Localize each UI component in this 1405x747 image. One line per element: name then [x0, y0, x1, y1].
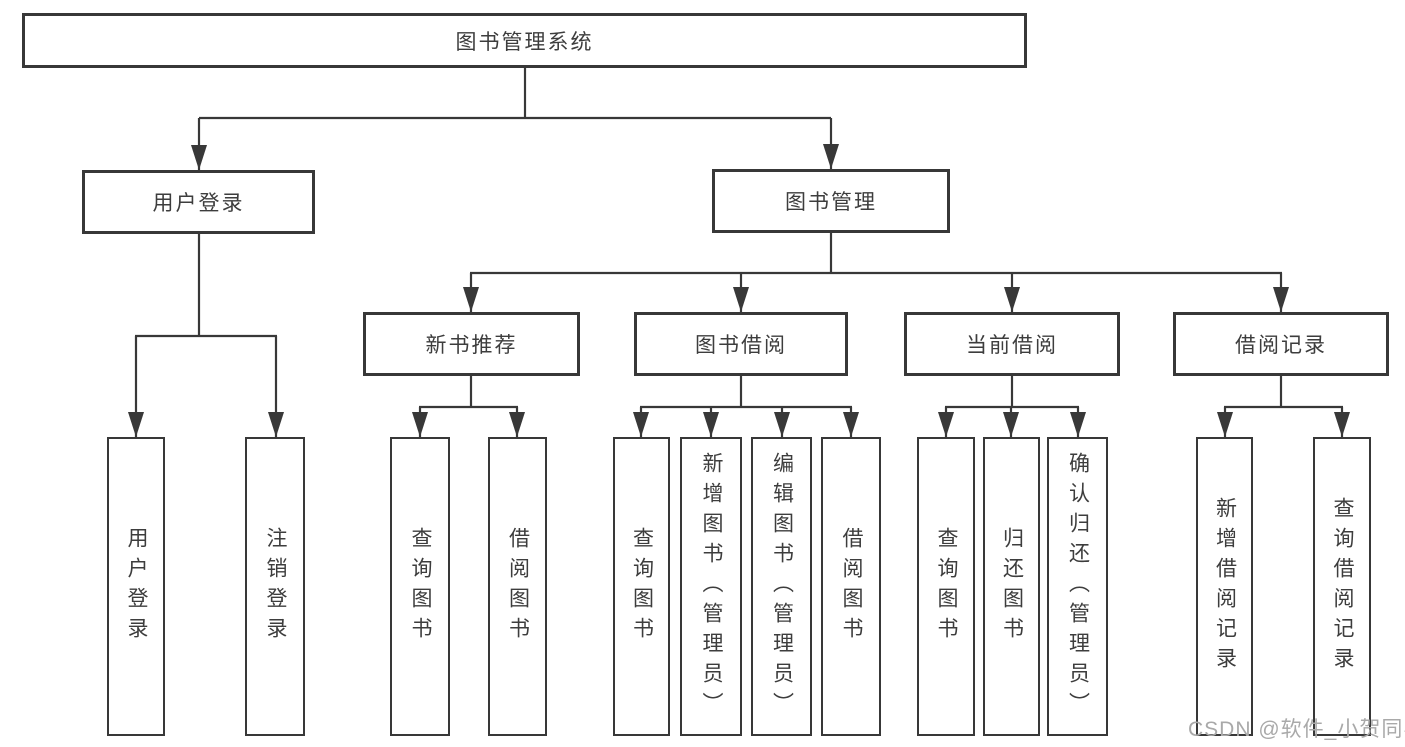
node-new-book-recommend: 新书推荐 [363, 312, 580, 376]
leaf-user-login: 用户登录 [107, 437, 165, 736]
leaf-recommend-query-book: 查询图书 [390, 437, 450, 736]
leaf-current-query-book: 查询图书 [917, 437, 975, 736]
leaf-confirm-return-admin: 确认归还（管理员） [1047, 437, 1108, 736]
node-label: 图书管理 [785, 191, 877, 214]
leaf-label: 借阅图书 [840, 526, 863, 647]
leaf-return-book: 归还图书 [983, 437, 1040, 736]
csdn-watermark: CSDN @软件_小贺同学 [1188, 718, 1405, 741]
node-label: 图书借阅 [695, 334, 787, 357]
node-label: 图书管理系统 [455, 30, 594, 54]
leaf-label: 注销登录 [264, 526, 287, 647]
leaf-label: 查询图书 [935, 526, 958, 647]
node-label: 用户登录 [152, 192, 245, 215]
node-label: 借阅记录 [1235, 334, 1327, 357]
node-label: 当前借阅 [966, 334, 1058, 357]
leaf-label: 查询借阅记录 [1331, 496, 1354, 677]
leaf-label: 新增图书（管理员） [700, 451, 723, 722]
leaf-label: 编辑图书（管理员） [770, 451, 794, 722]
node-book-borrow: 图书借阅 [634, 312, 848, 376]
leaf-borrow-book: 借阅图书 [821, 437, 881, 736]
node-current-borrow: 当前借阅 [904, 312, 1120, 376]
node-label: 新书推荐 [425, 334, 518, 357]
node-borrow-record: 借阅记录 [1173, 312, 1389, 376]
leaf-add-borrow-record: 新增借阅记录 [1196, 437, 1253, 736]
leaf-label: 归还图书 [1000, 526, 1024, 647]
leaf-label: 查询图书 [630, 526, 654, 647]
leaf-label: 确认归还（管理员） [1066, 451, 1090, 722]
leaf-label: 用户登录 [125, 526, 148, 647]
leaf-label: 查询图书 [409, 526, 432, 647]
node-user-login: 用户登录 [82, 170, 315, 234]
leaf-recommend-borrow-book: 借阅图书 [488, 437, 547, 736]
leaf-borrow-query-book: 查询图书 [613, 437, 670, 736]
leaf-edit-book-admin: 编辑图书（管理员） [751, 437, 812, 736]
leaf-query-borrow-record: 查询借阅记录 [1313, 437, 1371, 736]
leaf-label: 借阅图书 [506, 526, 530, 647]
leaf-label: 新增借阅记录 [1213, 496, 1237, 677]
node-library-management-system: 图书管理系统 [22, 13, 1027, 68]
leaf-logout: 注销登录 [245, 437, 305, 736]
node-book-management: 图书管理 [712, 169, 950, 233]
leaf-add-book-admin: 新增图书（管理员） [680, 437, 742, 736]
